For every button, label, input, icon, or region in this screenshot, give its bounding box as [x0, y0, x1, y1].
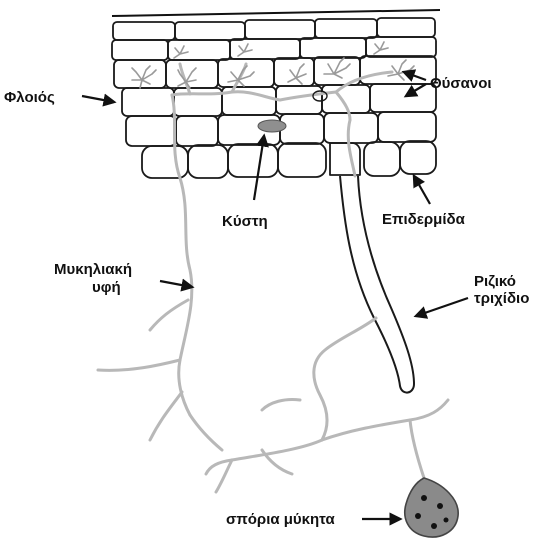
cell	[122, 88, 174, 116]
root-hair	[340, 176, 414, 393]
arrow-tufts-2	[406, 84, 426, 96]
label-root-hair-line2: τριχίδιο	[474, 290, 529, 307]
hypha-branch	[262, 399, 300, 410]
arbuscule-tuft	[388, 60, 414, 80]
arrow-tufts-1	[404, 72, 426, 80]
cell	[113, 22, 175, 40]
hypha-branch	[150, 300, 188, 330]
epidermis-cell	[400, 141, 436, 174]
cell	[126, 116, 176, 146]
cell	[274, 58, 314, 86]
label-spores: σπόρια μύκητα	[226, 511, 335, 528]
hypha-branch	[98, 360, 180, 370]
hypha-main-left	[172, 95, 192, 415]
arbuscule-tuft	[374, 42, 388, 54]
cell	[166, 60, 218, 88]
hypha-main-right	[314, 318, 376, 440]
hypha-branch	[190, 415, 222, 450]
epidermis-cell	[330, 143, 360, 175]
label-epidermis: Επιδερμίδα	[382, 211, 466, 228]
cell	[114, 60, 166, 88]
cell	[112, 40, 168, 60]
epidermis-cell	[188, 145, 228, 178]
arrow-cortex	[82, 96, 114, 102]
arbuscule-tuft	[174, 46, 188, 58]
cell	[370, 84, 436, 112]
label-vesicle: Κύστη	[222, 213, 268, 230]
label-cortex: Φλοιός	[4, 89, 55, 106]
arbuscule-tuft	[238, 44, 252, 56]
label-tufts: Θύσανοι	[430, 75, 492, 92]
arrow-hypha	[160, 281, 192, 287]
arbuscule-tuft	[132, 66, 156, 88]
arbuscule-tuft	[324, 58, 350, 78]
cell	[378, 112, 436, 142]
hypha-intracellular	[280, 92, 350, 120]
hypha-main-right	[348, 120, 355, 176]
cell	[245, 20, 315, 39]
cell	[300, 38, 366, 58]
hypha-branch	[150, 392, 182, 440]
arbuscule-tuft	[288, 64, 306, 84]
label-hypha-line1: Μυκηλιακή	[54, 261, 132, 278]
epidermis-cell	[278, 143, 326, 177]
cell	[176, 116, 218, 146]
vesicle	[258, 120, 286, 132]
epidermis-cell	[364, 142, 400, 176]
hypha-intracellular	[336, 72, 392, 92]
hypha-branch	[410, 420, 424, 478]
cell	[315, 19, 377, 38]
label-hypha-line2: υφή	[92, 279, 121, 296]
cell	[175, 22, 245, 40]
cell	[377, 18, 435, 37]
arbuscules	[132, 42, 414, 88]
arrow-epidermis	[414, 176, 430, 204]
label-root-hair-line1: Ριζικό	[474, 273, 516, 290]
hypha-branch	[322, 400, 448, 440]
fungal-spore	[405, 478, 458, 537]
root-surface-line	[112, 10, 440, 16]
epidermis-cell	[142, 146, 188, 178]
epidermis-cell	[228, 144, 278, 177]
hypha-branch	[206, 440, 322, 474]
arrow-root-hair	[416, 298, 468, 316]
cell	[280, 114, 324, 144]
